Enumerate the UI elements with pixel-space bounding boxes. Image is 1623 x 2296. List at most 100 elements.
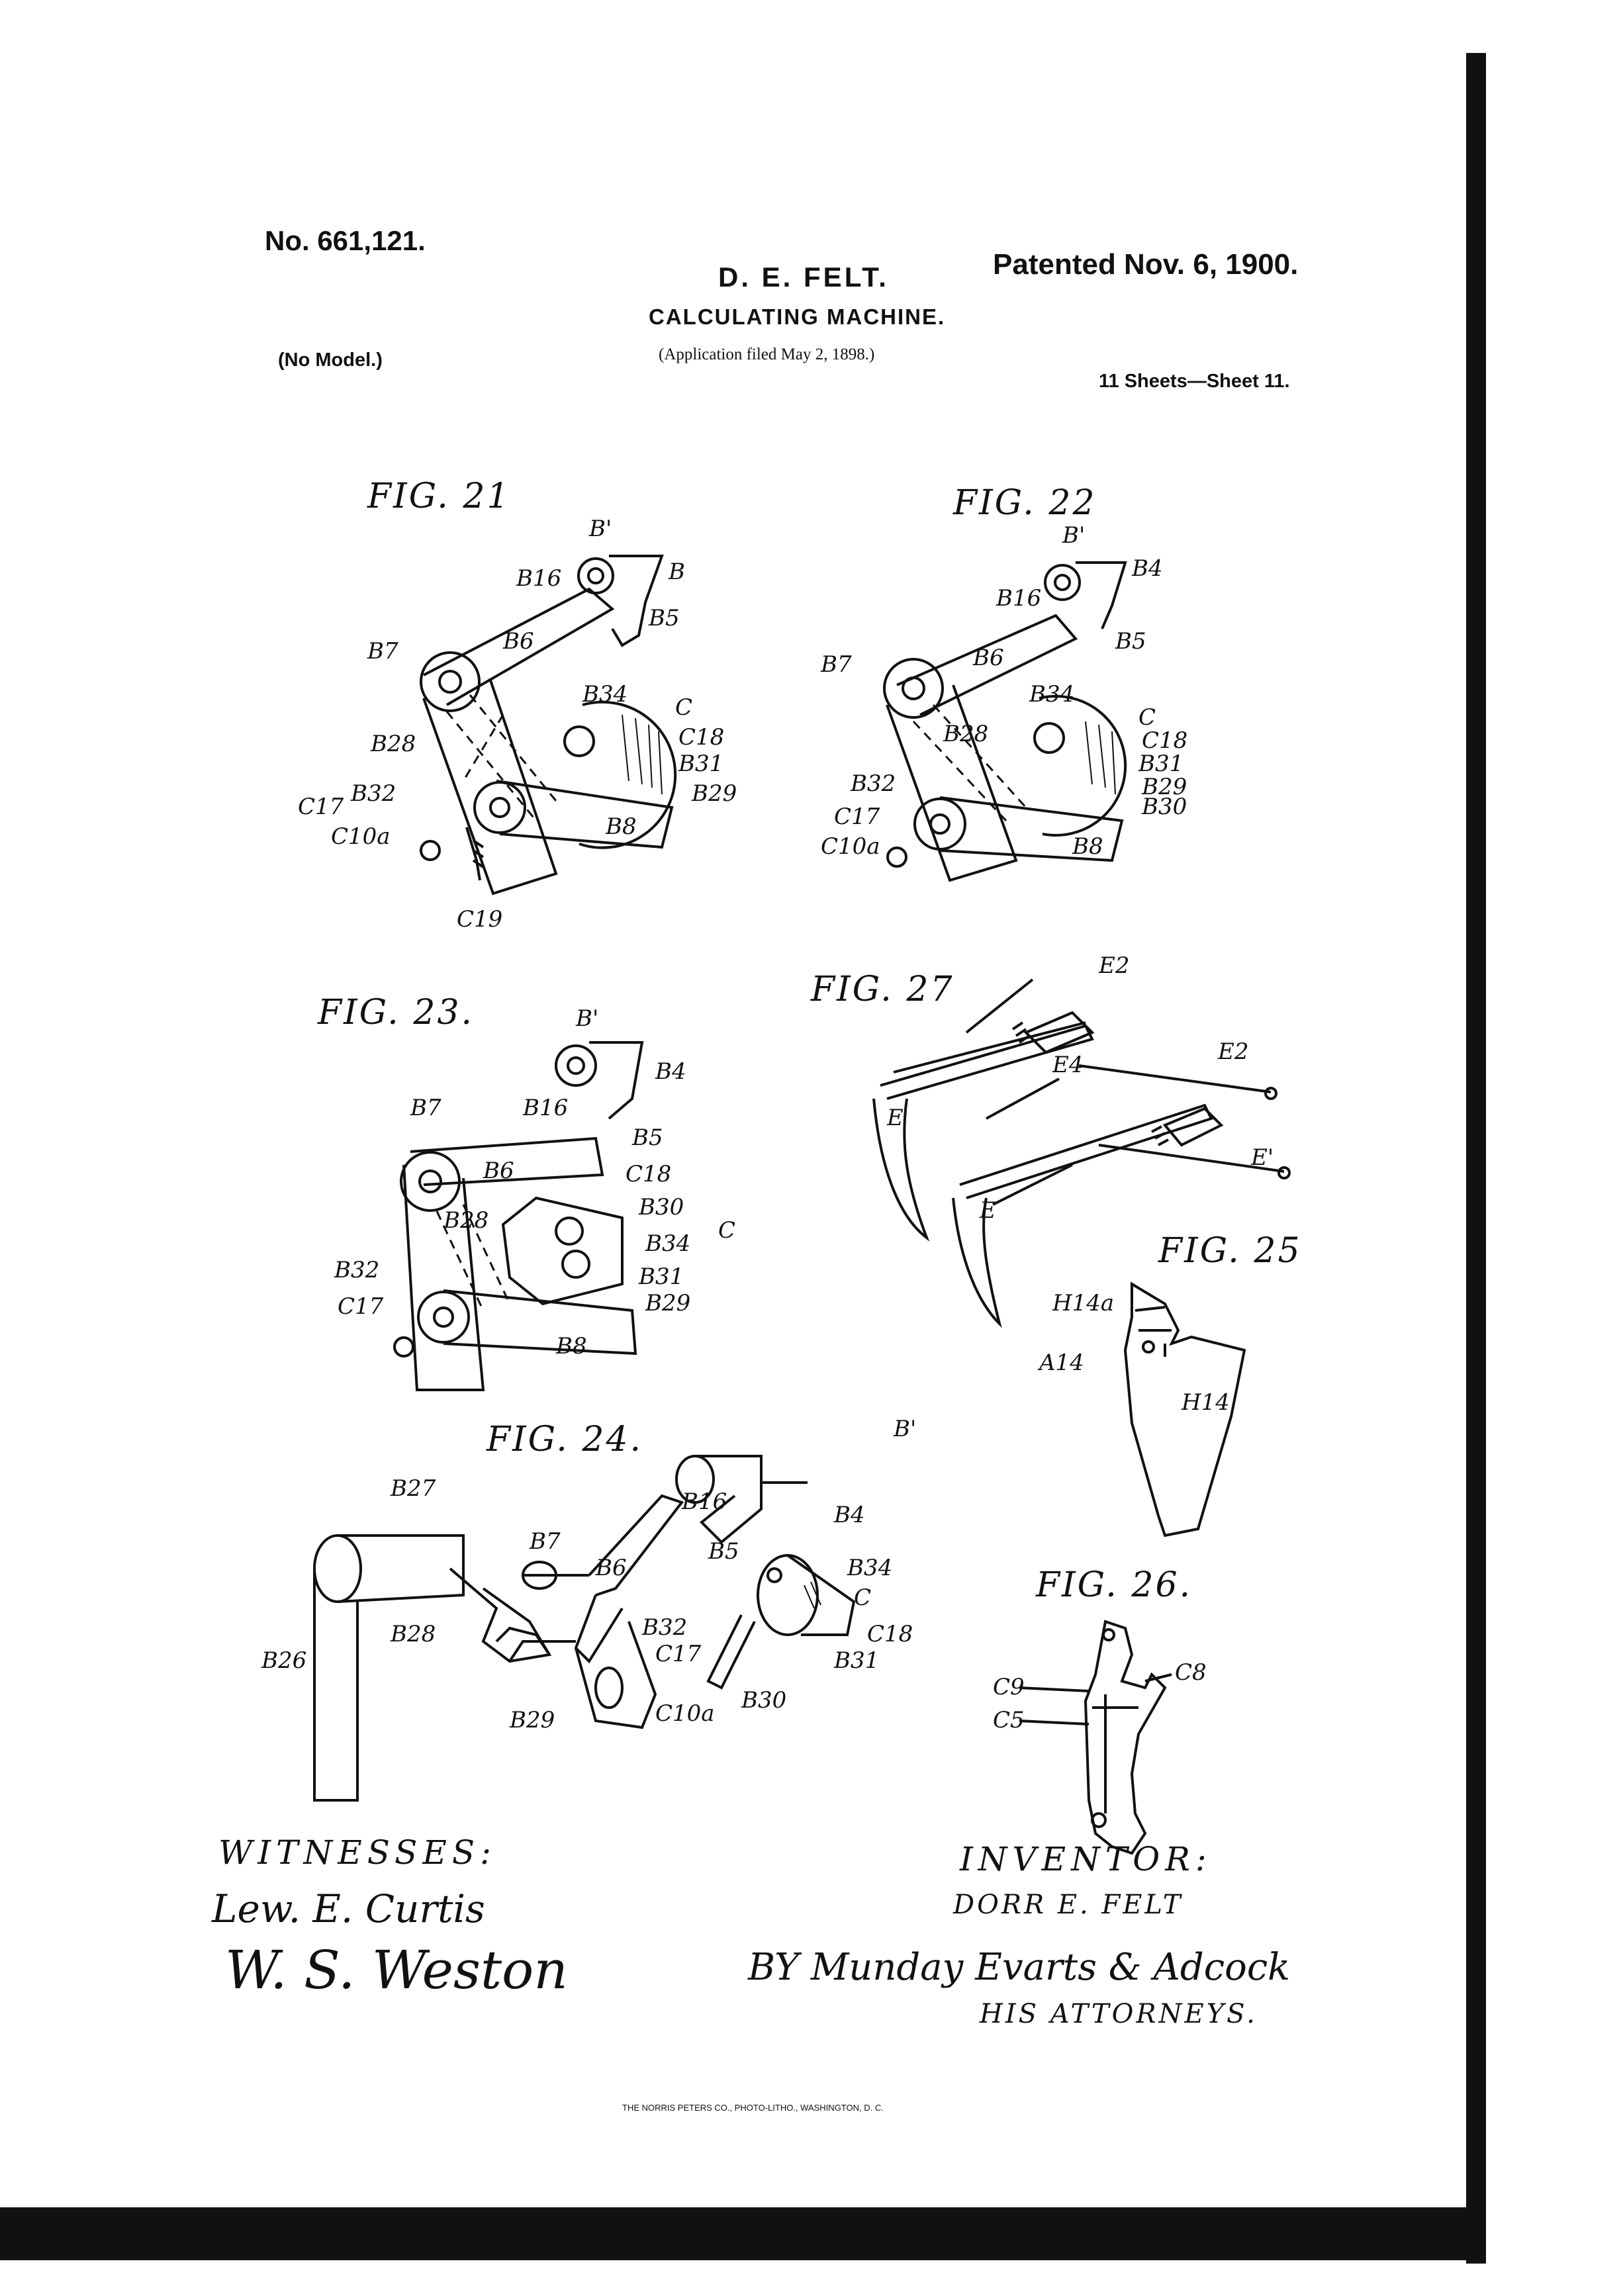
- svg-text:B27: B27: [390, 1475, 436, 1502]
- svg-text:B32: B32: [850, 770, 896, 797]
- svg-text:B': B': [1062, 522, 1085, 549]
- svg-text:B4: B4: [655, 1058, 686, 1085]
- inventor-header: D. E. FELT.: [718, 261, 889, 293]
- svg-text:B31: B31: [833, 1647, 879, 1674]
- svg-text:B29: B29: [645, 1290, 690, 1316]
- svg-text:C17: C17: [338, 1293, 384, 1320]
- svg-text:B16: B16: [516, 565, 561, 592]
- svg-text:C10a: C10a: [331, 823, 391, 850]
- fig-23-label: FIG. 23.: [318, 993, 475, 1033]
- svg-text:B7: B7: [820, 651, 852, 678]
- svg-text:B5: B5: [708, 1538, 739, 1565]
- svg-text:A14: A14: [1037, 1350, 1084, 1376]
- printer-credit: THE NORRIS PETERS CO., PHOTO-LITHO., WAS…: [622, 2103, 884, 2113]
- svg-text:B5: B5: [631, 1125, 663, 1151]
- svg-text:B28: B28: [390, 1621, 436, 1647]
- svg-text:B29: B29: [1141, 774, 1187, 800]
- svg-text:B8: B8: [605, 813, 637, 840]
- svg-text:C: C: [854, 1584, 871, 1611]
- fig-24-label: FIG. 24.: [487, 1420, 643, 1459]
- svg-text:B': B': [575, 1005, 598, 1032]
- svg-text:B34: B34: [645, 1230, 690, 1257]
- svg-text:C17: C17: [298, 794, 344, 820]
- svg-text:B8: B8: [1072, 833, 1103, 860]
- svg-text:B5: B5: [1115, 628, 1146, 655]
- inventor-heading: INVENTOR:: [960, 1840, 1212, 1878]
- svg-text:E2: E2: [1098, 952, 1129, 979]
- attorney-signature: BY Munday Evarts & Adcock: [748, 1946, 1291, 1989]
- svg-text:B8: B8: [555, 1333, 587, 1359]
- svg-text:B6: B6: [502, 628, 534, 655]
- svg-text:C17: C17: [655, 1641, 702, 1667]
- fig-25-label: FIG. 25: [1158, 1231, 1302, 1271]
- svg-text:B34: B34: [847, 1555, 892, 1581]
- patent-number: No. 661,121.: [265, 225, 426, 256]
- svg-text:B': B': [893, 1416, 916, 1442]
- svg-text:B28: B28: [943, 721, 988, 747]
- svg-text:B29: B29: [509, 1707, 555, 1733]
- fig-26-drawing: C8 C9 C5: [993, 1620, 1207, 1855]
- svg-text:C18: C18: [867, 1621, 913, 1647]
- sheet-count: 11 Sheets—Sheet 11.: [1099, 371, 1290, 392]
- svg-text:B6: B6: [595, 1555, 627, 1581]
- svg-text:E: E: [979, 1197, 996, 1224]
- svg-text:H14: H14: [1181, 1389, 1230, 1416]
- svg-text:B31: B31: [1138, 751, 1183, 777]
- svg-text:B31: B31: [678, 751, 723, 777]
- svg-text:C18: C18: [626, 1161, 671, 1187]
- svg-text:B26: B26: [261, 1647, 306, 1674]
- svg-text:C18: C18: [678, 724, 724, 751]
- svg-text:C5: C5: [993, 1707, 1025, 1733]
- svg-text:B16: B16: [996, 585, 1041, 612]
- svg-text:C: C: [675, 694, 692, 721]
- svg-text:C10a: C10a: [655, 1700, 715, 1727]
- svg-text:B32: B32: [334, 1257, 379, 1283]
- svg-text:C8: C8: [1175, 1659, 1207, 1686]
- svg-text:B4: B4: [1131, 555, 1163, 582]
- svg-text:B6: B6: [972, 645, 1004, 671]
- svg-text:B31: B31: [638, 1263, 684, 1290]
- svg-text:B16: B16: [681, 1489, 727, 1515]
- svg-text:C19: C19: [457, 906, 502, 933]
- model-note: (No Model.): [278, 349, 383, 371]
- scan-border-right: [1466, 53, 1486, 2264]
- svg-text:C17: C17: [834, 804, 880, 830]
- inventor-name: DORR E. FELT: [953, 1890, 1183, 1920]
- scan-border-bottom: [0, 2207, 1486, 2260]
- svg-text:B7: B7: [410, 1095, 441, 1121]
- svg-text:B28: B28: [370, 731, 416, 757]
- application-date: (Application filed May 2, 1898.): [659, 345, 875, 363]
- svg-text:C18: C18: [1142, 727, 1187, 754]
- svg-text:B7: B7: [529, 1528, 561, 1555]
- svg-text:E': E': [1250, 1144, 1274, 1171]
- witness-1-signature: Lew. E. Curtis: [212, 1886, 485, 1931]
- svg-text:E4: E4: [1052, 1052, 1083, 1078]
- svg-text:E: E: [886, 1105, 904, 1131]
- svg-text:B34: B34: [582, 681, 627, 708]
- svg-text:B30: B30: [638, 1194, 684, 1220]
- svg-text:B': B': [588, 516, 612, 542]
- svg-text:H14a: H14a: [1052, 1290, 1114, 1316]
- svg-text:B29: B29: [691, 780, 737, 807]
- svg-text:C9: C9: [993, 1674, 1025, 1700]
- svg-text:C10a: C10a: [821, 833, 880, 860]
- fig-22-label: FIG. 22: [953, 483, 1097, 523]
- svg-text:B16: B16: [522, 1095, 568, 1121]
- svg-text:B: B: [668, 559, 685, 585]
- svg-text:B34: B34: [1029, 681, 1074, 708]
- svg-text:B30: B30: [1141, 794, 1187, 820]
- attorneys-label: HIS ATTORNEYS.: [980, 1999, 1258, 2029]
- svg-text:B32: B32: [641, 1614, 687, 1641]
- patented-date: Patented Nov. 6, 1900.: [993, 248, 1299, 281]
- witness-2-signature: W. S. Weston: [225, 1939, 568, 2001]
- patent-title: CALCULATING MACHINE.: [649, 304, 946, 329]
- svg-text:B4: B4: [833, 1502, 865, 1528]
- svg-text:B6: B6: [483, 1158, 514, 1184]
